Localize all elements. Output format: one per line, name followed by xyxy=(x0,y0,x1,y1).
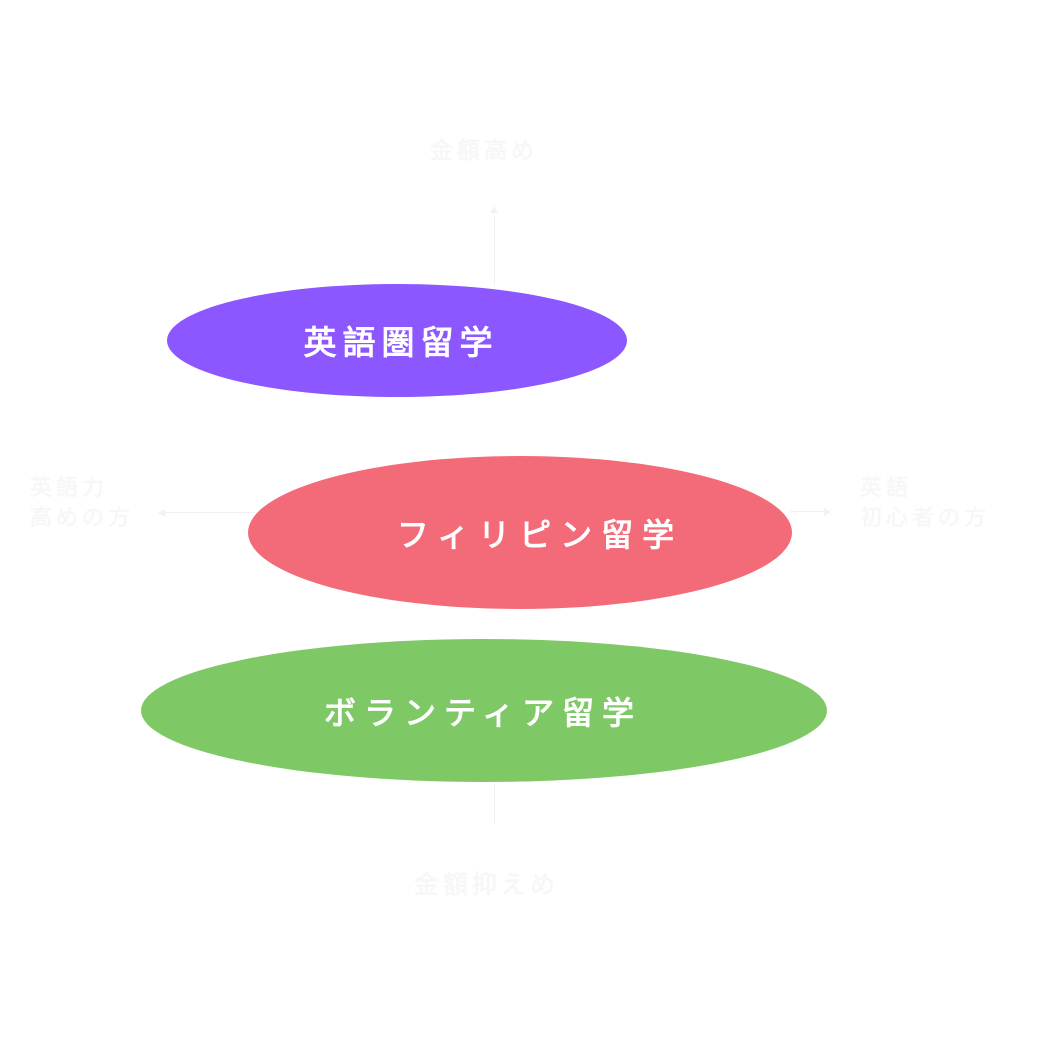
category-label: フィリピン留学 xyxy=(396,515,684,554)
axis-label-right-line1: 英語 xyxy=(860,476,913,501)
axis-label-top: 金額高め xyxy=(430,138,538,164)
axis-label-left: 英語力 高めの方 xyxy=(30,474,134,533)
axis-label-right: 英語 初心者の方 xyxy=(860,474,990,533)
axis-label-left-line2: 高めの方 xyxy=(30,505,135,531)
horizontal-axis-left-line xyxy=(165,512,255,513)
horizontal-axis-right-line xyxy=(790,511,825,512)
axis-label-left-line1: 英語力 xyxy=(30,476,109,501)
axis-label-right-line2: 初心者の方 xyxy=(860,505,991,531)
category-volunteer-study-abroad: ボランティア留学 xyxy=(141,639,827,782)
arrow-up-icon xyxy=(490,206,498,213)
category-label: ボランティア留学 xyxy=(323,693,643,732)
category-label: 英語圏留学 xyxy=(303,322,499,362)
vertical-axis-bottom-line xyxy=(494,784,495,824)
category-english-speaking-study-abroad: 英語圏留学 xyxy=(167,284,627,397)
vertical-axis-top-line xyxy=(494,212,495,286)
arrow-left-icon xyxy=(158,509,165,517)
axis-label-bottom: 金額抑えめ xyxy=(414,870,560,899)
category-philippines-study-abroad: フィリピン留学 xyxy=(248,456,792,609)
arrow-right-icon xyxy=(824,508,831,516)
